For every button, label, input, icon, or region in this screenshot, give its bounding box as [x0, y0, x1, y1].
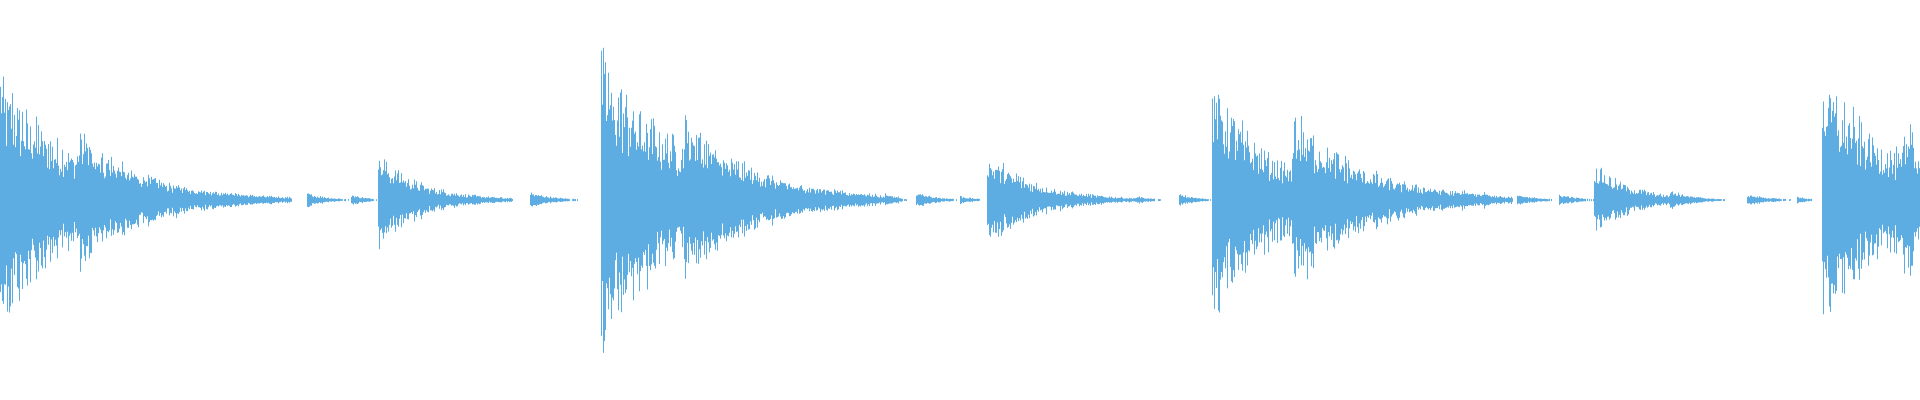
- waveform-hit-24: [1212, 147, 1359, 253]
- waveform-hit-12: [684, 162, 845, 238]
- waveform-hit-37: [1822, 144, 1919, 256]
- waveform-hit-20: [987, 178, 1102, 222]
- waveform-trace: [0, 47, 1920, 353]
- waveform-hit-38: [1903, 164, 1919, 236]
- waveform-hit-25: [1292, 160, 1458, 240]
- waveform-hit-8: [378, 178, 479, 222]
- waveform-hit-1: [77, 168, 238, 232]
- waveform-hit-33: [1594, 183, 1686, 217]
